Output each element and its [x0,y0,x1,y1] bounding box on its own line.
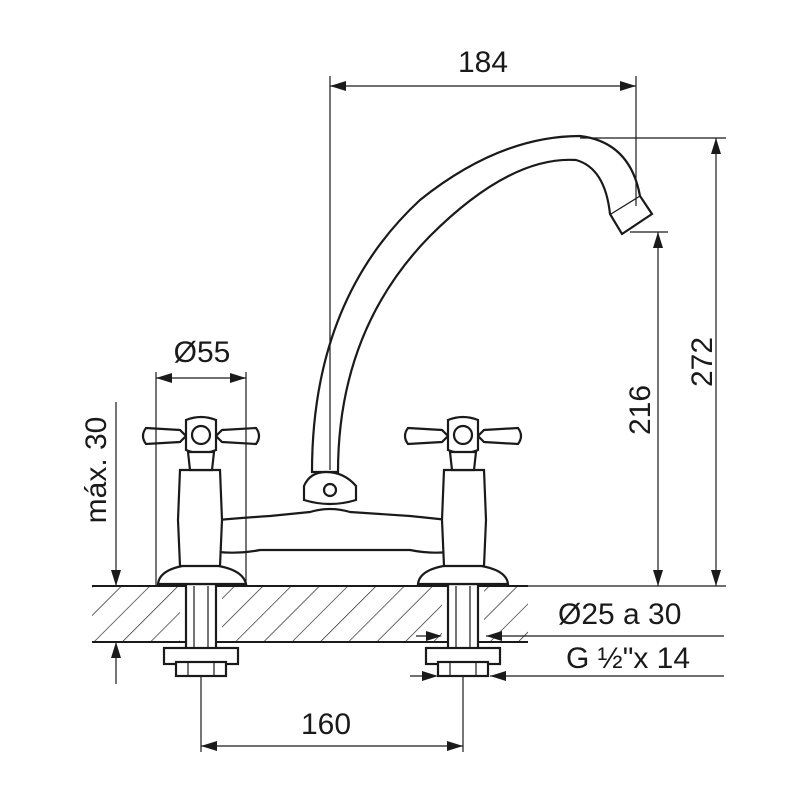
dimension-outlet-height: 216 [624,231,668,586]
right-valve-column [440,468,488,568]
dimension-overall-height: 272 [528,137,726,587]
dimension-spout-reach: 184 [329,46,637,470]
dimension-max-counter-thickness: máx. 30 [80,402,121,684]
dimension-label-hole-diameter: Ø25 a 30 [558,598,681,631]
dimension-handle-diameter: Ø55 [155,336,247,586]
right-shank [424,582,502,678]
dimension-label-overall-height: 272 [686,337,719,387]
right-cross-handle [403,415,523,472]
dimension-label-spout-reach: 184 [458,46,508,79]
left-cross-handle [141,415,261,472]
dimension-center-distance: 160 [200,676,464,752]
dimension-label-thread-size: G ½"x 14 [566,642,690,675]
left-shank [162,582,240,678]
dimension-label-outlet-height: 216 [624,385,657,435]
dimension-hole-diameter: Ø25 a 30 [416,598,724,641]
swivel-spout [302,134,654,506]
dimension-label-center-distance: 160 [301,708,351,741]
left-valve-column [176,468,224,568]
bridge-body [216,507,450,554]
dimension-label-handle-diameter: Ø55 [174,336,231,369]
dimension-thread-size: G ½"x 14 [410,642,724,681]
dimension-label-max-counter-thickness: máx. 30 [80,417,113,524]
